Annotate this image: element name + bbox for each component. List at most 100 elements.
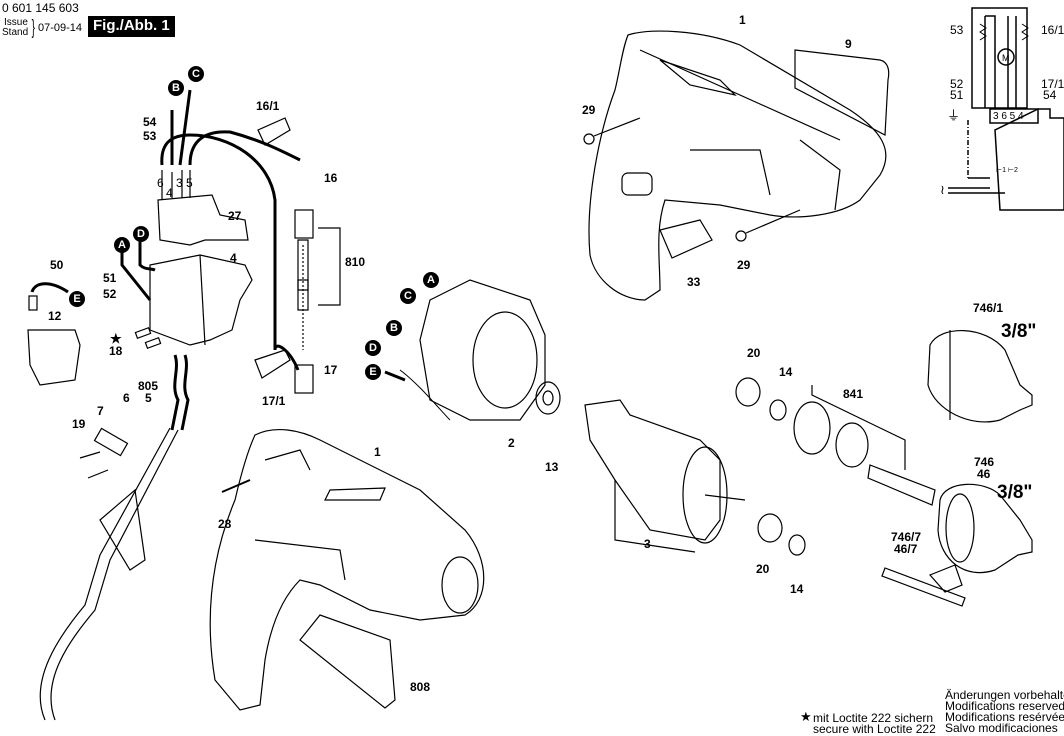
stator-marker-b: B [386, 320, 402, 336]
wiring-terminal-row: 3 6 5 4 [993, 111, 1024, 122]
chuck-size-bottom: 3/8" [997, 482, 1033, 503]
loctite-star-icon: ★ [110, 331, 122, 346]
label-20-top: 20 [747, 346, 761, 360]
label-3: 3 [644, 537, 651, 551]
wiring-label-53: 53 [950, 23, 964, 37]
label-7: 7 [97, 404, 104, 418]
label-50: 50 [50, 258, 64, 272]
spindle-841 [867, 464, 936, 506]
label-808: 808 [410, 680, 431, 694]
label-12: 12 [48, 309, 62, 323]
label-46-7: 46/7 [894, 542, 918, 556]
switch-terminal-3: 3 [176, 176, 183, 190]
issue-label-en: Stand [2, 27, 29, 38]
chuck-size-top: 3/8" [1001, 321, 1037, 342]
label-16: 16 [324, 171, 338, 185]
o-ring-29-right [735, 230, 747, 242]
chuck-key-746-7 [881, 564, 966, 607]
armature-3 [584, 399, 746, 553]
label-33: 33 [687, 275, 701, 289]
label-16-1: 16/1 [256, 99, 280, 113]
part-number: 0 601 145 603 [2, 1, 79, 15]
label-29-left: 29 [582, 103, 596, 117]
label-4: 4 [230, 251, 237, 265]
connector-marker-e: E [69, 291, 85, 307]
stator-marker-c: C [400, 288, 416, 304]
label-746-1: 746/1 [973, 301, 1004, 315]
footnote-star-icon: ★ [800, 709, 812, 724]
label-53: 53 [143, 129, 157, 143]
stator-marker-e: E [365, 364, 381, 380]
knob-33 [659, 219, 713, 259]
issue-label-de: Issue [4, 17, 28, 28]
wiring-label-17-1: 17/1 [1041, 77, 1064, 91]
needle-bearing-14-bottom [788, 534, 806, 556]
label-46: 46 [977, 467, 991, 481]
switch-terminal-label: ⊢1 ⊢2 [996, 167, 1018, 174]
screw-18b [144, 337, 162, 349]
switch-module [157, 89, 301, 350]
label-1-top: 1 [739, 13, 746, 27]
housing-half-right [588, 30, 887, 301]
footnote-en: secure with Loctite 222 [813, 722, 936, 736]
stator-marker-a: A [423, 272, 439, 288]
label-17: 17 [324, 363, 338, 377]
label-6: 6 [123, 391, 130, 405]
motor-symbol-icon: M [1002, 53, 1010, 63]
label-17-1: 17/1 [262, 394, 286, 408]
disclaimer-en: Modifications reserved [945, 699, 1064, 713]
footnote-de: mit Loctite 222 sichern [813, 711, 934, 725]
label-841: 841 [843, 387, 864, 401]
wiring-diagram [948, 7, 1064, 211]
switch-terminal-5: 5 [186, 176, 193, 190]
o-ring-29-left [583, 133, 595, 145]
bearing-20-top [735, 377, 761, 407]
label-2: 2 [508, 436, 515, 450]
nameplate-9 [794, 49, 890, 136]
label-14-top: 14 [779, 365, 793, 379]
issue-date: 07-09-14 [38, 22, 83, 34]
label-746: 746 [974, 455, 995, 469]
label-19: 19 [72, 417, 86, 431]
wiring-label-54: 54 [1043, 88, 1057, 102]
screw-18a [134, 327, 152, 339]
label-13: 13 [545, 460, 559, 474]
housing-half-left [209, 429, 485, 711]
trigger-switch-4 [120, 240, 253, 431]
connector-marker-b: B [168, 80, 184, 96]
label-20-bottom: 20 [756, 562, 770, 576]
label-52: 52 [103, 287, 117, 301]
disclaimer-es: Salvo modificaciones [945, 721, 1058, 735]
disclaimer-fr: Modifications resérvées [945, 710, 1064, 724]
brace-icon: } [31, 17, 36, 39]
label-51: 51 [103, 271, 117, 285]
ground-icon: ⏚ [947, 108, 961, 123]
label-746-7: 746/7 [891, 530, 922, 544]
connector-marker-c: C [188, 66, 204, 82]
disclaimer-de: Änderungen vorbehalten [945, 688, 1064, 702]
label-805: 805 [138, 379, 159, 393]
connector-marker-a: A [114, 237, 130, 253]
label-18: 18 [109, 344, 123, 358]
wiring-label-51: 51 [950, 88, 964, 102]
chuck-746-1 [927, 330, 1033, 423]
chuck-746 [937, 483, 1033, 574]
needle-bearing-14-top [769, 399, 787, 421]
label-27: 27 [228, 209, 242, 223]
suppressor-12 [27, 329, 81, 386]
wiring-label-52: 52 [950, 77, 964, 91]
switch-terminal-4: 4 [166, 186, 173, 200]
label-5: 5 [145, 391, 152, 405]
gear-841 [793, 401, 831, 455]
label-810: 810 [345, 255, 366, 269]
label-1-bottom: 1 [374, 445, 381, 459]
bearing-13 [535, 381, 561, 415]
lead-50 [30, 282, 69, 294]
label-28: 28 [218, 517, 232, 531]
power-cord [39, 427, 179, 721]
figure-label: Fig./Abb. 1 [88, 16, 175, 37]
label-29-right: 29 [737, 258, 751, 272]
label-54: 54 [143, 115, 157, 129]
bearing-20-bottom [757, 513, 783, 543]
